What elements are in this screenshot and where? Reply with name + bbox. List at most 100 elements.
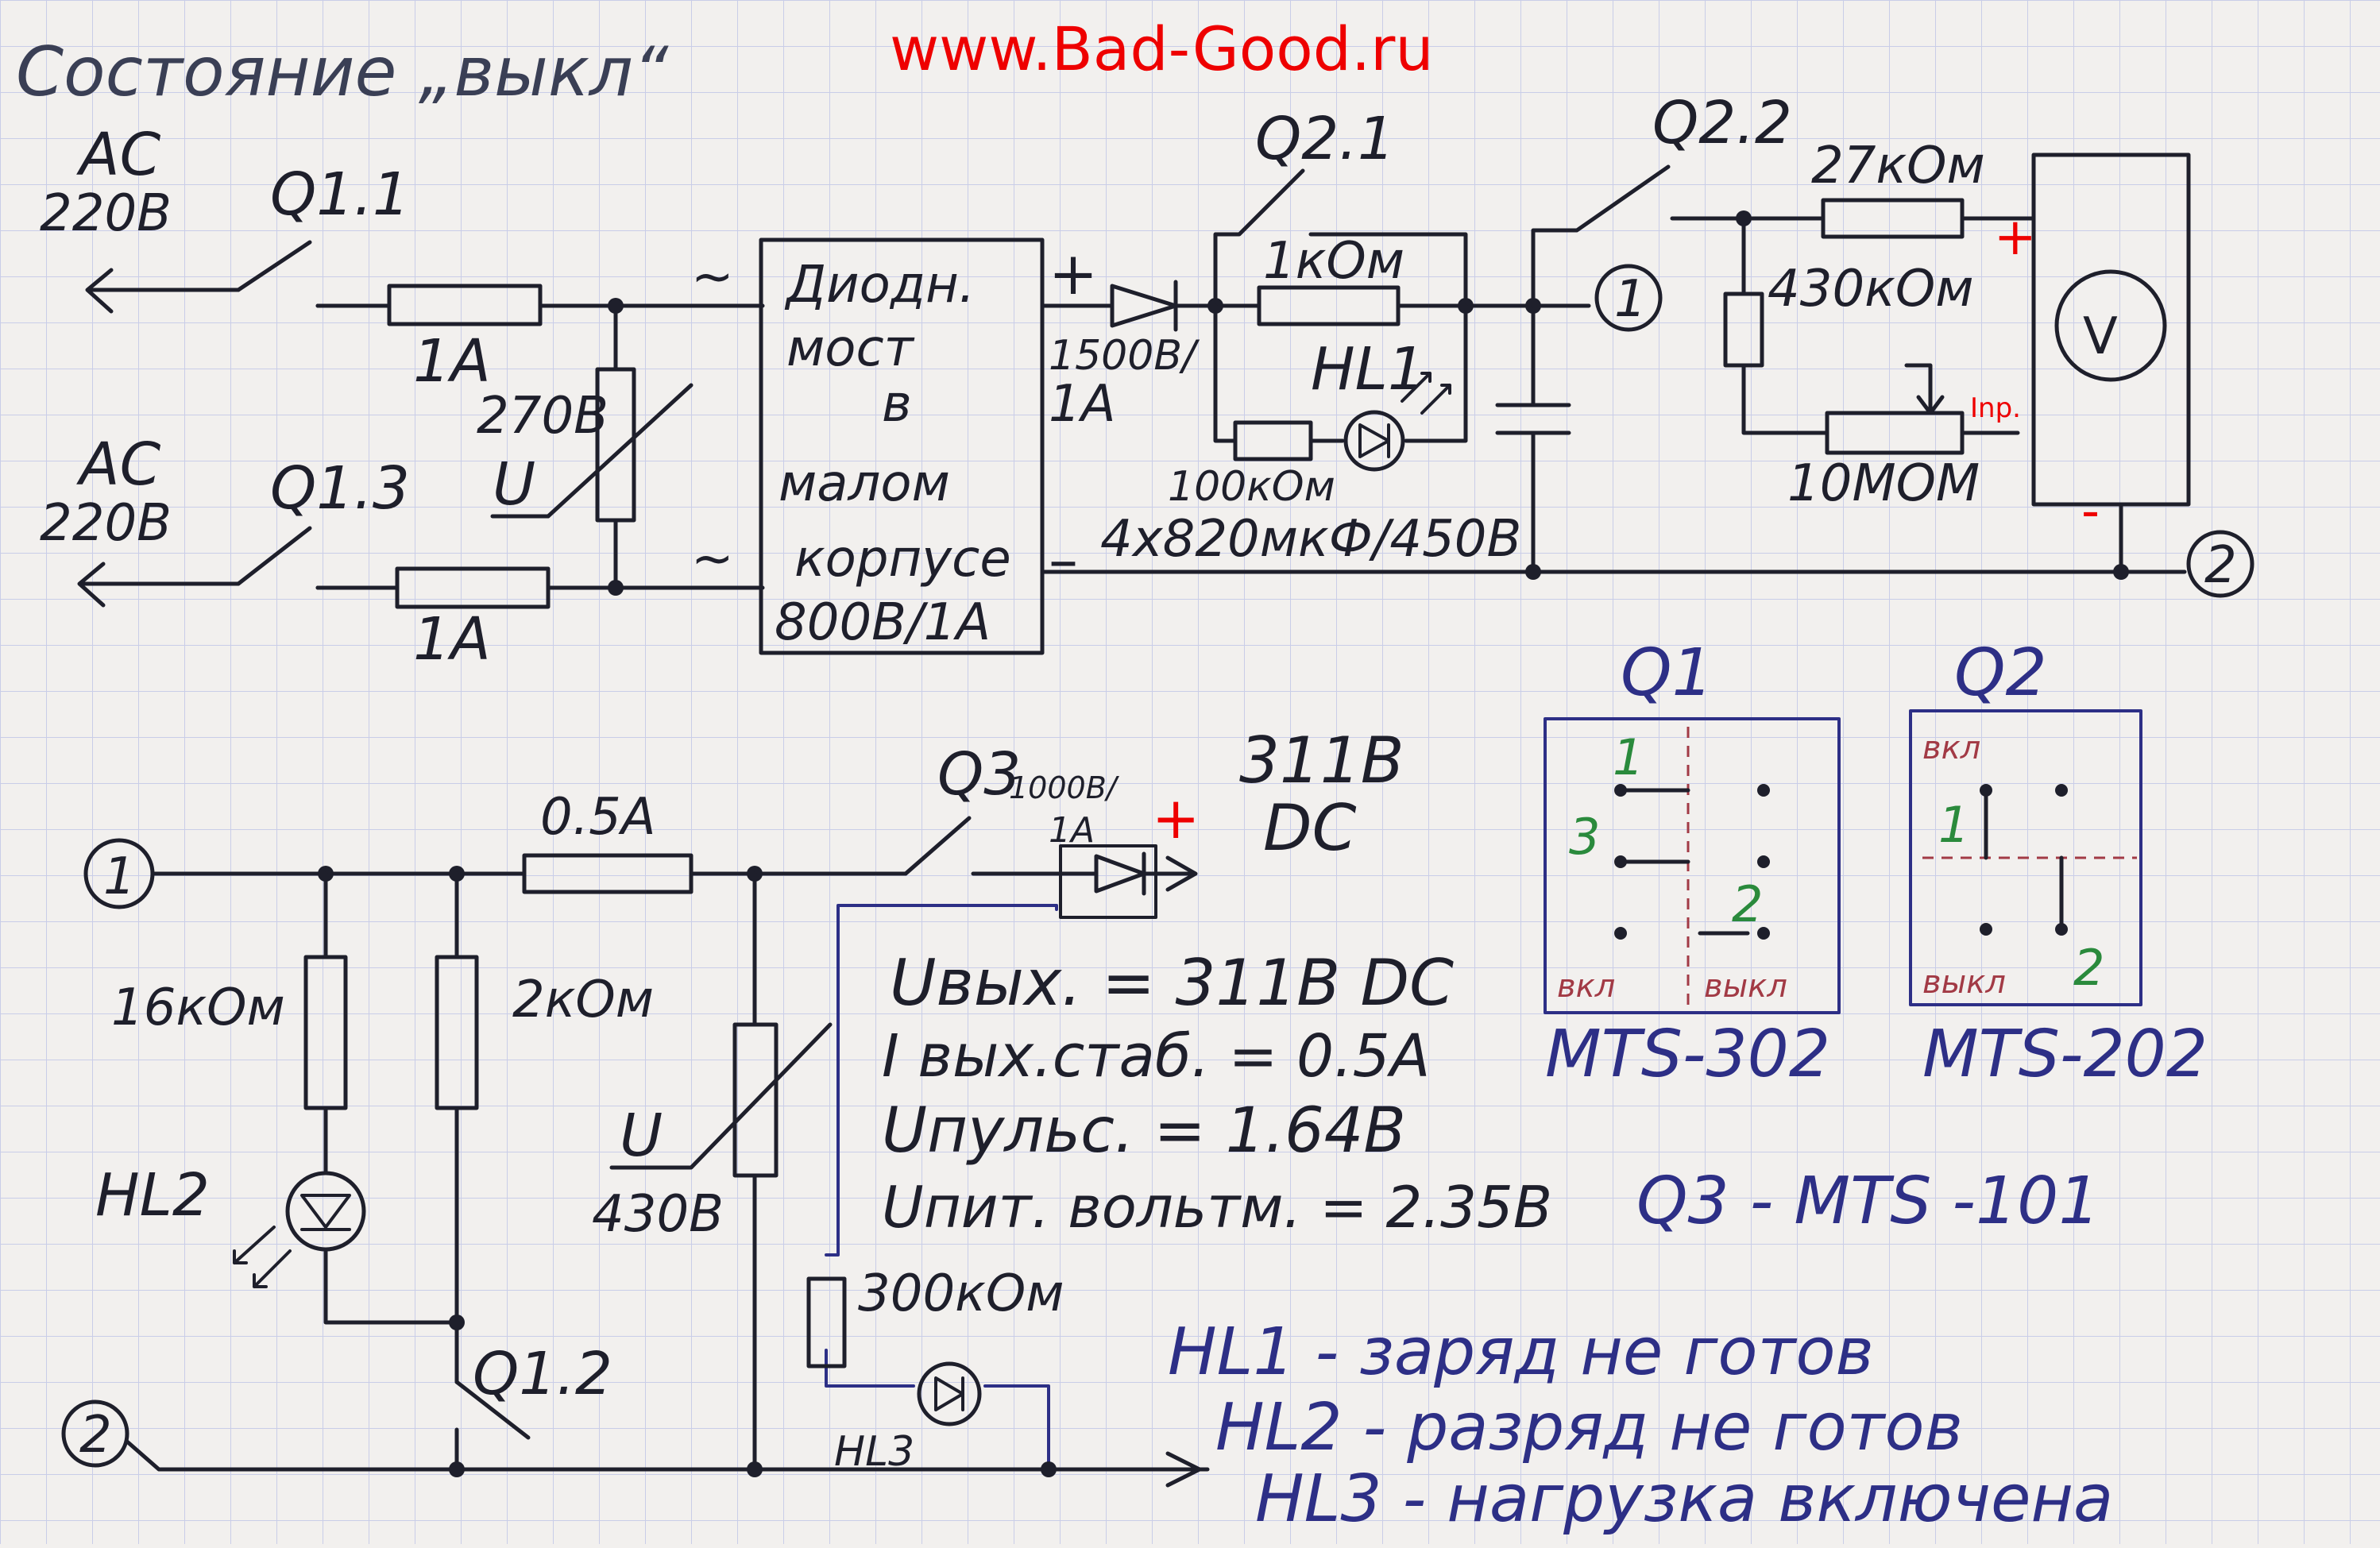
junction-dot: [747, 1461, 763, 1477]
led-hl1-symbol: [1358, 423, 1390, 458]
resistor-16k-label: 16кОм: [111, 979, 285, 1037]
q2-pin-dot: [1980, 923, 1992, 936]
ac-voltage-1: 220В: [40, 184, 172, 243]
varistor-430-voltage: 430В: [592, 1185, 724, 1244]
voltmeter-symbol: V: [2083, 307, 2118, 366]
switch-q13-label: Q1.3: [270, 454, 410, 523]
legend-hl1: HL1 - заряд не готов: [1168, 1314, 1874, 1390]
led-hl1-label: HL1: [1311, 335, 1425, 403]
diode-q3-leads: [1054, 855, 1198, 892]
bridge-text-2: мост: [786, 319, 915, 378]
varistor-270-symbol: U: [493, 450, 535, 519]
resistor-27k-label: 27кОм: [1811, 137, 1985, 195]
diode-q3-rating-2: 1А: [1049, 810, 1095, 851]
hl3-branch: 300кОм HL3: [806, 904, 1064, 1477]
out-voltage: 311В: [1239, 724, 1404, 797]
bottom-node-2-label: 2: [79, 1406, 112, 1465]
ac-label-1: AC: [76, 121, 161, 189]
resistor-2k-label: 2кОм: [512, 971, 654, 1029]
out-plus: +: [1152, 785, 1200, 851]
node-2-label: 2: [2204, 536, 2237, 595]
q1-contacts: [1618, 788, 1750, 936]
trimmer-10m-body: [1825, 411, 1965, 455]
diode-1500v-rating-1: 1500В/: [1049, 332, 1200, 380]
bridge-minus: –: [1049, 526, 1078, 594]
fuse-05: 0.5А: [522, 788, 694, 894]
q1-pin-1: 1: [1613, 728, 1644, 786]
ac-input-section: AC 220В AC 220В: [40, 121, 241, 608]
switch-diagram-q1: Q1 1 3 2 вкл выкл MTS-302: [1544, 635, 1841, 1092]
voltage-divider: 27кОм 430кОм 10МОМ: [1723, 137, 2036, 513]
bottom-negative-rail: [125, 1439, 1210, 1472]
led-hl2-rays: [233, 1226, 292, 1288]
q2-off-label: выкл: [1922, 964, 2006, 1001]
q1-off-label: выкл: [1704, 968, 1787, 1005]
ac-arrow-2: [77, 562, 241, 608]
voltmeter-input: Inp.: [1970, 392, 2021, 424]
resistor-100k-body: [1233, 420, 1313, 461]
fuse-2: 1А: [315, 566, 765, 674]
site-link[interactable]: www.Bad-Good.ru: [890, 14, 1434, 84]
capacitor-bank: 4х820мкФ/450В: [1040, 298, 2115, 580]
spec-output-voltage: Uвых. = 311В DC: [890, 946, 1454, 1020]
resistor-430k-label: 430кОм: [1768, 260, 1973, 318]
switch-q21-label: Q2.1: [1255, 105, 1395, 173]
diode-bridge-box: [759, 237, 1045, 655]
junction-dot: [608, 580, 624, 596]
junction-dot: [608, 298, 624, 314]
state-title: Состояние „выкл“: [16, 33, 669, 112]
led-hl1-body: [1343, 410, 1405, 472]
fuse-1: 1А: [315, 284, 765, 396]
resistor-16k-leads: [323, 871, 459, 1325]
q2-title: Q2: [1954, 635, 2047, 711]
fuse-1-label: 1А: [413, 327, 491, 396]
junction-dot: [1525, 564, 1541, 580]
bridge-text-3: в: [882, 375, 912, 434]
switch-q22-label: Q2.2: [1652, 89, 1792, 157]
hl1-branch: [1213, 303, 1468, 443]
switch-q11-label: Q1.1: [270, 160, 410, 229]
node-2-circle: [2186, 530, 2254, 598]
q2-frame: [1909, 709, 2142, 1006]
q2-pin-2: 2: [2073, 939, 2104, 997]
switch-q3-label: Q3: [937, 740, 1021, 809]
varistor-430-slash: [609, 1022, 833, 1170]
specs-block: Uвых. = 311В DC I вых.стаб. = 0.5А Uпуль…: [882, 946, 1552, 1241]
led-hl2-label: HL2: [95, 1161, 210, 1230]
bottom-node-2-circle: [61, 1399, 129, 1468]
led-hl2-symbol: [300, 1194, 351, 1231]
resistor-100k-label: 100кОм: [1168, 463, 1335, 511]
junction-dot: [1041, 1461, 1057, 1477]
fuse-05-label: 0.5А: [540, 788, 656, 847]
trimmer-10m-wiper: [1904, 363, 1945, 415]
bridge-text-1: Диодн.: [784, 256, 975, 315]
q1-pin-dot: [1614, 927, 1627, 940]
q1-pin-dot: [1757, 927, 1770, 940]
varistor-270-body: [595, 367, 636, 523]
varistor-270-voltage: 270В: [477, 387, 609, 446]
q1-pin-2: 2: [1732, 875, 1763, 933]
switch-q11: Q1.1: [236, 160, 410, 308]
q1-on-label: вкл: [1557, 968, 1615, 1005]
junction-dot: [449, 1461, 465, 1477]
q1-model: MTS-302: [1545, 1017, 1830, 1092]
diode-1500v: 1500В/ 1А: [1040, 280, 1218, 434]
q1-pin-3: 3: [1569, 808, 1600, 866]
switch-q22-contact: [1531, 164, 1742, 308]
bottom-node-1-label: 1: [103, 847, 136, 906]
led-hl1-rays: [1401, 372, 1451, 415]
junction-dot: [449, 1314, 465, 1330]
spec-output-current: I вых.стаб. = 0.5А: [882, 1022, 1430, 1091]
diode-q3-rating-1: 1000В/: [1009, 770, 1120, 805]
ac-voltage-2: 220В: [40, 494, 172, 553]
bridge-text-4: малом: [779, 454, 950, 513]
resistor-1k-label: 1кОм: [1263, 232, 1404, 291]
junction-dot: [2113, 564, 2129, 580]
resistor-2k-branch: 2кОм Q1.2: [435, 866, 654, 1477]
switch-q3-block: Q3 1000В/ 1А + 311В DC: [903, 724, 1404, 919]
q1-pin-dot: [1757, 784, 1770, 797]
q2-pin-dot: [1980, 784, 1992, 797]
switch-q21-contact: [1213, 168, 1468, 308]
